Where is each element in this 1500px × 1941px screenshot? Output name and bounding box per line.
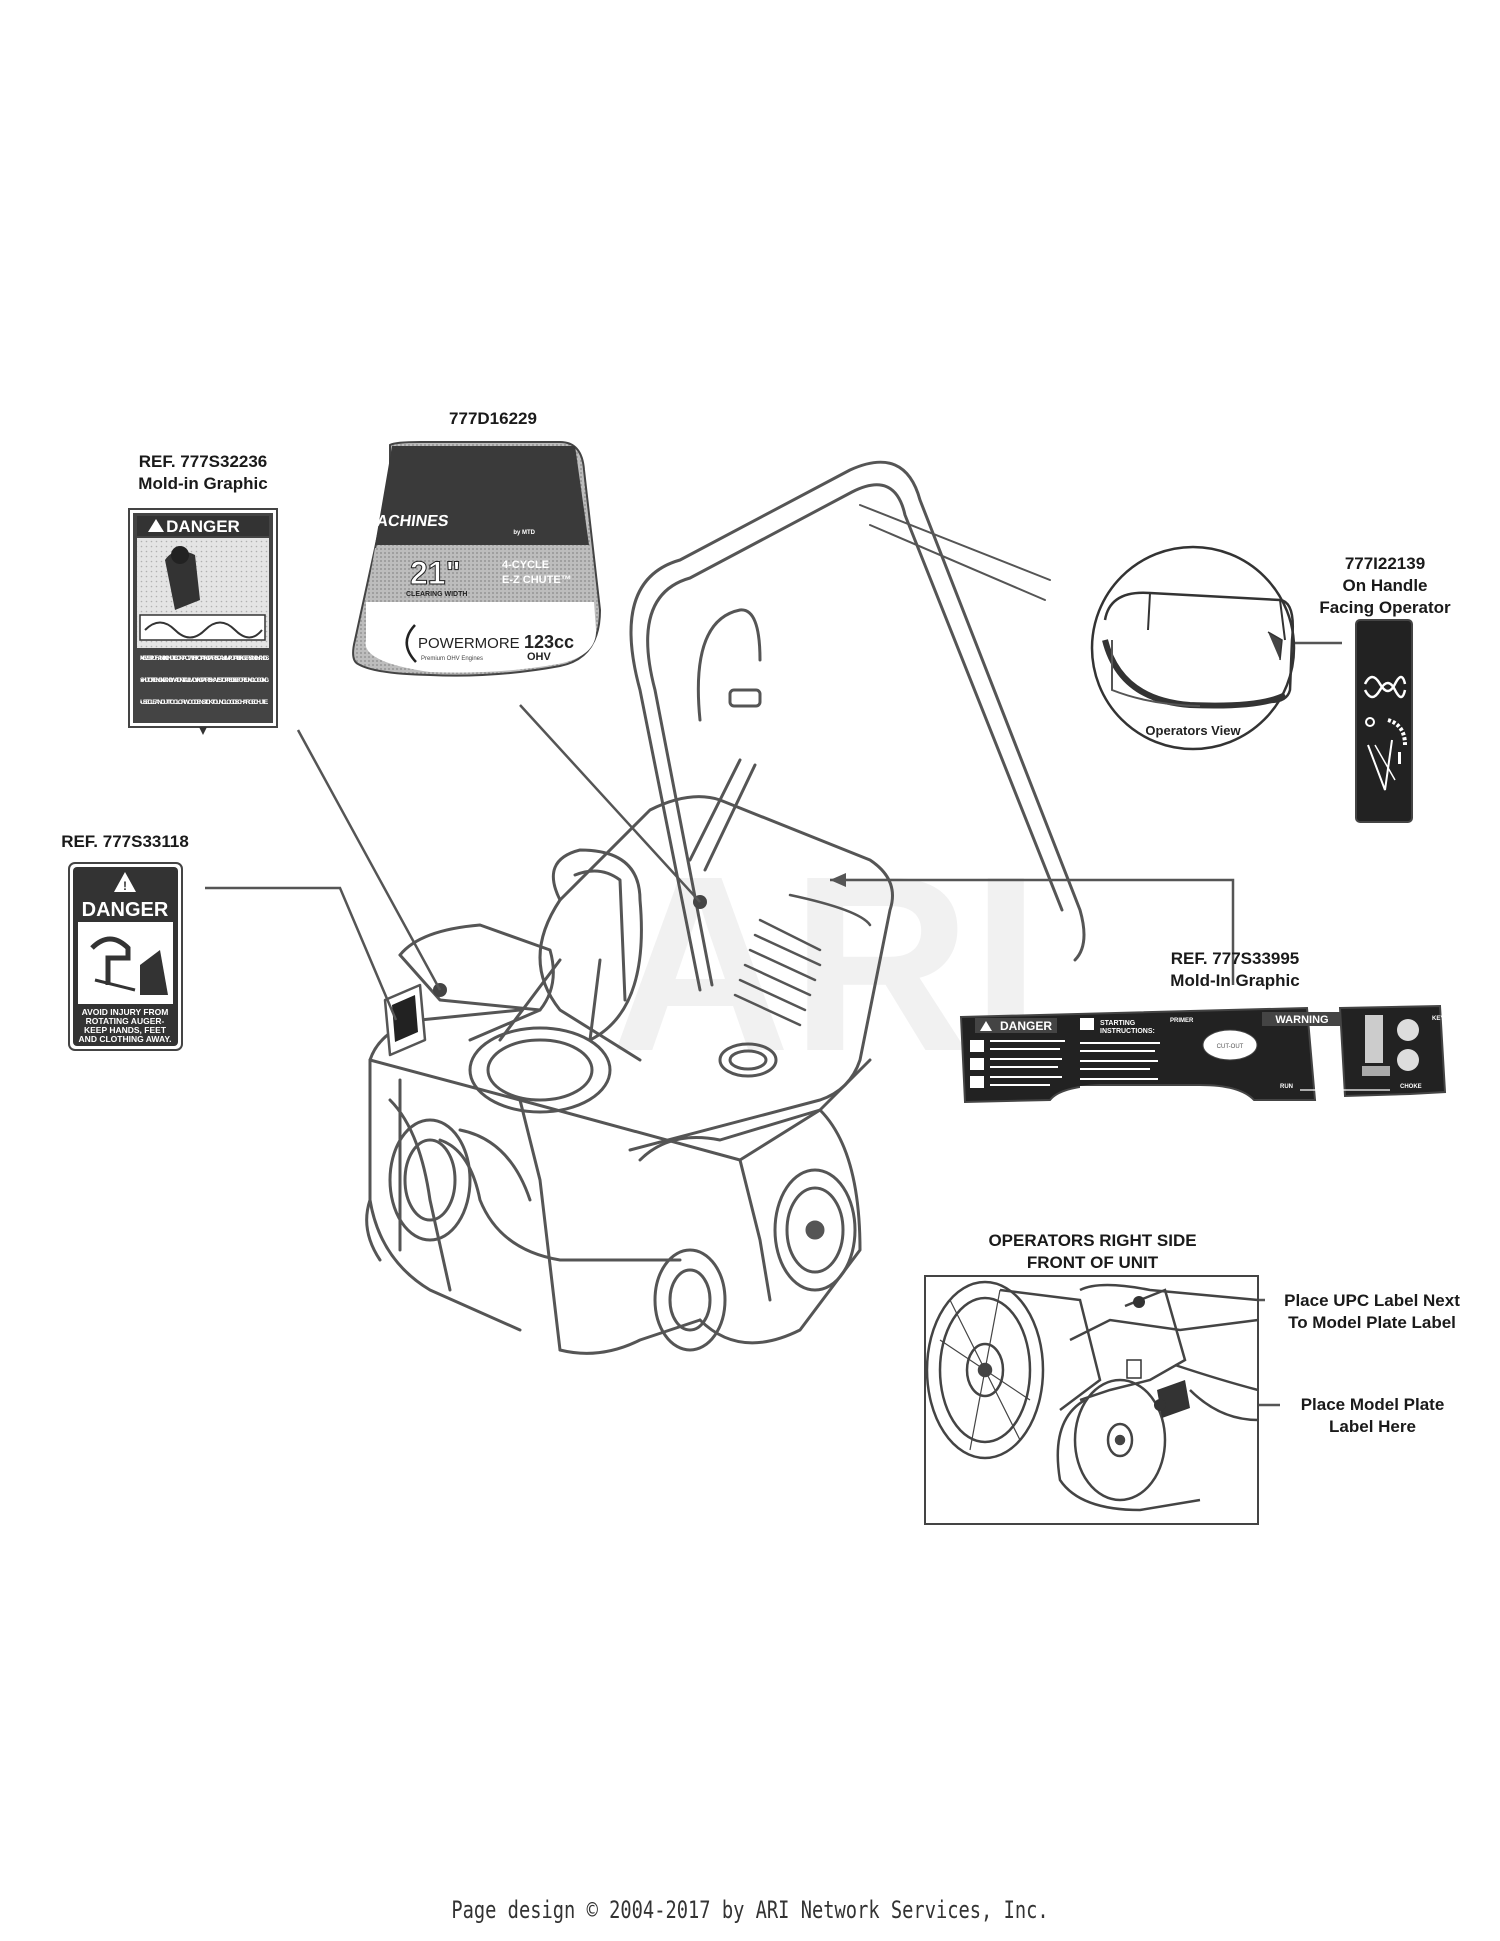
- decal-text-2: ROTATING AUGER-: [86, 1016, 165, 1026]
- choke-label: CHOKE: [1400, 1084, 1422, 1090]
- decal-text-3: KEEP HANDS, FEET: [84, 1025, 167, 1035]
- cutout-label: CUT-OUT: [1217, 1044, 1244, 1050]
- primer-label: PRIMER: [1170, 1018, 1194, 1024]
- brand-sub: by MTD: [513, 530, 535, 536]
- decal-text-2: • SHUT OFF ENGINE AND WAIT UNTIL ALL MOV…: [140, 677, 269, 684]
- decal-text-1: • NEVER PUT HAND IN CHUTE. CONTACT WITH …: [140, 655, 270, 662]
- label-777i22139-l1: On Handle: [1342, 576, 1428, 595]
- operators-view-circle: Operators View: [1090, 545, 1296, 751]
- decal-777d16229: YARD MACHINES by MTD 21" CLEARING WIDTH …: [314, 441, 602, 677]
- ohv-text: OHV: [527, 651, 552, 663]
- decal-danger-header: DANGER: [166, 517, 240, 536]
- label-777s32236-sub: Mold-in Graphic: [138, 474, 268, 493]
- brand-text: YARD MACHINES: [314, 512, 450, 530]
- snow-thrower-illustration: [365, 460, 1086, 1355]
- s33995-warning: WARNING: [1275, 1014, 1328, 1026]
- label-upc-1: Place UPC Label Next: [1284, 1291, 1460, 1310]
- svg-text:!: !: [123, 879, 127, 893]
- label-model-plate-2: Label Here: [1329, 1417, 1416, 1436]
- label-777d16229: 777D16229: [449, 409, 537, 428]
- key-label: KEY: [1432, 1016, 1444, 1022]
- cycle-text: 4-CYCLE: [502, 559, 549, 571]
- footer-copyright: Page design © 2004-2017 by ARI Network S…: [451, 1896, 1049, 1924]
- width-sub: CLEARING WIDTH: [406, 591, 467, 598]
- label-777i22139-part: 777I22139: [1344, 554, 1426, 573]
- decal-777s32236: DANGER • NEVER PUT HAND IN CHUTE. CONTAC…: [128, 508, 278, 735]
- decal-danger-header: DANGER: [82, 899, 169, 921]
- label-777s33995: REF. 777S33995 Mold-In Graphic: [1155, 948, 1315, 992]
- label-model-plate-1: Place Model Plate: [1300, 1395, 1445, 1414]
- label-777s33995-sub: Mold-In Graphic: [1170, 971, 1300, 990]
- width-text: 21": [410, 555, 461, 591]
- decal-text-1: AVOID INJURY FROM: [82, 1007, 169, 1017]
- label-777i22139: 777I22139 On Handle Facing Operator: [1310, 553, 1460, 619]
- label-777s33995-ref: REF. 777S33995: [1170, 949, 1300, 968]
- label-777s32236-ref: REF. 777S32236: [138, 452, 268, 471]
- label-upc: Place UPC Label Next To Model Plate Labe…: [1262, 1290, 1482, 1334]
- decal-text-3: • USE CLEAN-OUT TOOL OR WOODEN STICK TO …: [140, 699, 269, 706]
- inset-operators-right-side: [924, 1275, 1259, 1525]
- cc-text: 123cc: [524, 632, 574, 652]
- inset-title: OPERATORS RIGHT SIDE FRONT OF UNIT: [970, 1230, 1215, 1274]
- engine-sub: Premium OHV Engines: [421, 656, 483, 662]
- decal-text-4: AND CLOTHING AWAY.: [79, 1034, 172, 1044]
- starting-1: STARTING: [1100, 1020, 1136, 1027]
- operators-view-caption: Operators View: [1145, 723, 1241, 738]
- chute-text: E-Z CHUTE™: [502, 574, 572, 586]
- label-upc-2: To Model Plate Label: [1288, 1313, 1456, 1332]
- starting-2: INSTRUCTIONS:: [1100, 1028, 1155, 1035]
- decal-777s33118: ! DANGER AVOID INJURY FROM ROTATING AUGE…: [68, 862, 183, 1051]
- engine-brand: POWERMORE: [418, 635, 520, 652]
- inset-title-1: OPERATORS RIGHT SIDE: [988, 1231, 1197, 1250]
- run-label: RUN: [1280, 1084, 1293, 1090]
- decal-777s33995: DANGER STARTING INSTRUCTIONS: PRIMER CUT…: [959, 1004, 1447, 1104]
- label-777s33118: REF. 777S33118: [61, 832, 189, 851]
- s33995-danger: DANGER: [1000, 1019, 1052, 1033]
- label-777s32236: REF. 777S32236 Mold-in Graphic: [123, 451, 283, 495]
- label-777i22139-l2: Facing Operator: [1319, 598, 1451, 617]
- label-model-plate: Place Model Plate Label Here: [1280, 1394, 1465, 1438]
- decal-777i22139: [1355, 619, 1413, 823]
- inset-title-2: FRONT OF UNIT: [1026, 1253, 1159, 1272]
